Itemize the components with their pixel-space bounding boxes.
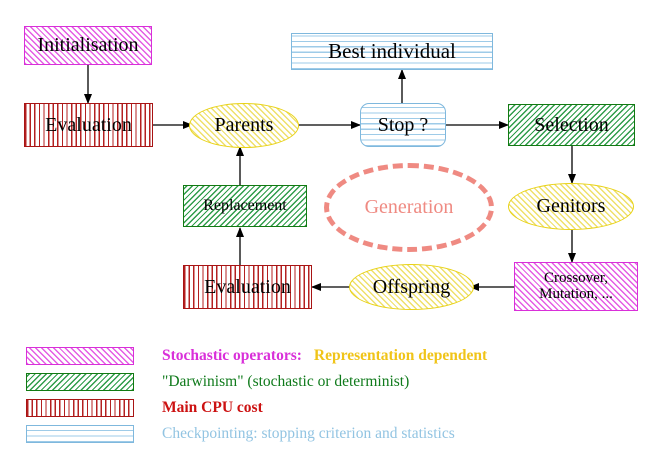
node-stop[interactable]: Stop ? [360,103,446,147]
node-best-individual[interactable]: Best individual [291,33,493,70]
node-parents-label: Parents [214,114,274,136]
node-offspring-label: Offspring [372,275,451,298]
node-replacement-label: Replacement [203,196,287,214]
legend-swatch-magenta-diagonal [26,347,134,365]
node-genitors-label: Genitors [536,195,606,217]
node-parents[interactable]: Parents [189,103,299,148]
node-generation: Generation [324,163,494,252]
node-replacement[interactable]: Replacement [183,185,307,227]
legend-swatch-blue-horizontal [26,425,134,443]
node-best-individual-label: Best individual [328,39,456,64]
legend-label-stochastic-operators: Stochastic operators: [162,347,302,364]
node-evaluation-top[interactable]: Evaluation [24,103,153,147]
node-evaluation-top-label: Evaluation [45,113,132,136]
legend-label-representation-dependent: Representation dependent [313,347,488,364]
legend-row-darwinism: "Darwinism" (stochastic or determinist) [26,372,409,392]
node-initialisation-label: Initialisation [37,34,139,56]
legend-row-stochastic-operators: Stochastic operators: Representation dep… [26,346,487,366]
node-initialisation[interactable]: Initialisation [24,26,152,65]
node-selection-label: Selection [534,113,609,136]
legend-row-checkpointing: Checkpointing: stopping criterion and st… [26,424,455,444]
node-evaluation-bottom-label: Evaluation [204,275,291,298]
node-generation-label: Generation [364,196,454,218]
legend-label-darwinism: "Darwinism" (stochastic or determinist) [162,373,410,390]
legend-label-main-cpu-cost: Main CPU cost [162,399,263,416]
node-offspring[interactable]: Offspring [349,264,474,310]
legend-label-checkpointing: Checkpointing: stopping criterion and st… [162,425,455,442]
legend-row-main-cpu-cost: Main CPU cost [26,398,263,418]
node-crossover-mutation-label-line2: Mutation, ... [539,285,613,302]
node-crossover-mutation[interactable]: Crossover, Mutation, ... [514,262,638,311]
node-crossover-mutation-label-line1: Crossover, [544,269,608,286]
node-selection[interactable]: Selection [508,104,635,146]
node-genitors[interactable]: Genitors [508,183,634,230]
legend-swatch-red-vertical [26,399,134,417]
node-stop-label: Stop ? [377,113,429,136]
node-evaluation-bottom[interactable]: Evaluation [183,265,312,309]
legend-swatch-green-diagonal [26,373,134,391]
